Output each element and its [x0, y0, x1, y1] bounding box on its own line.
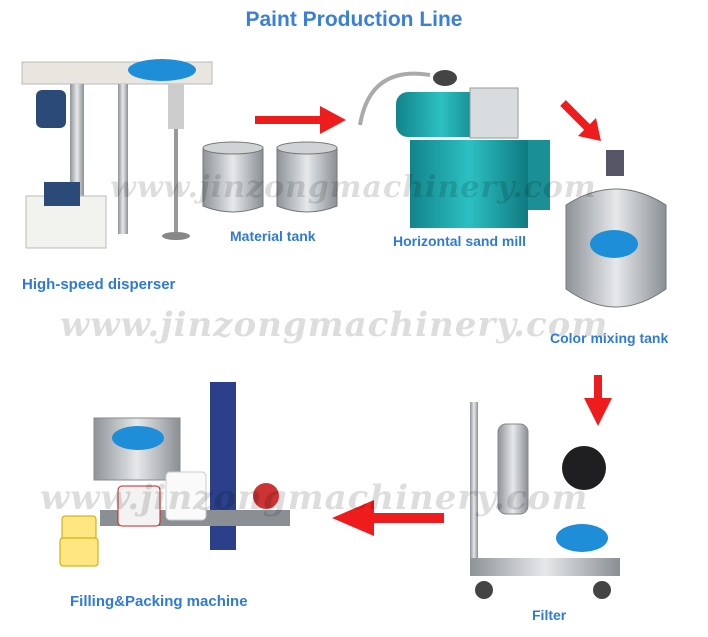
label-material-tank: Material tank	[230, 228, 316, 244]
flow-arrow-1	[255, 106, 346, 134]
watermark-bottom: www.jinzongmachinery.com	[40, 478, 588, 518]
watermark-middle: www.jinzongmachinery.com	[60, 305, 608, 345]
label-horizontal-sand-mill: Horizontal sand mill	[393, 233, 526, 249]
label-high-speed-disperser: High-speed disperser	[22, 276, 175, 293]
page-title: Paint Production Line	[0, 8, 708, 32]
flow-arrow-3	[584, 375, 612, 426]
high-speed-disperser-machine	[22, 59, 212, 248]
label-filling-packing-machine: Filling&Packing machine	[70, 593, 248, 610]
label-filter: Filter	[532, 607, 566, 623]
watermark-top: www.jinzongmachinery.com	[110, 170, 597, 205]
filling-packing-machine-image	[60, 382, 290, 566]
label-color-mixing-tank: Color mixing tank	[550, 330, 668, 346]
flow-arrow-2	[563, 103, 601, 141]
